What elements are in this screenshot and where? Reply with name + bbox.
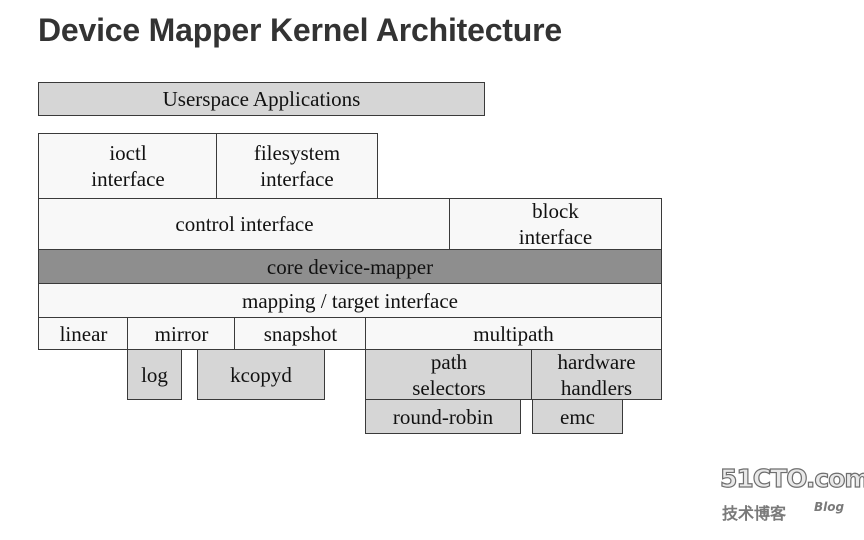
watermark-blog: Blog — [814, 500, 845, 514]
userspace-applications-box: Userspace Applications — [38, 82, 485, 116]
watermark-subtitle: 技术博客 — [722, 504, 787, 523]
round-robin-box: round-robin — [365, 399, 521, 434]
log-box: log — [127, 349, 182, 400]
block-interface-box: block interface — [449, 198, 662, 250]
control-interface-box: control interface — [38, 198, 451, 250]
filesystem-interface-box: filesystem interface — [216, 133, 378, 199]
path-selectors-box: path selectors — [365, 349, 533, 400]
core-device-mapper-box: core device-mapper — [38, 249, 662, 284]
emc-box: emc — [532, 399, 623, 434]
watermark-site: 51CTO.com — [719, 463, 864, 493]
mirror-target-box: mirror — [127, 317, 236, 350]
multipath-target-box: multipath — [365, 317, 662, 350]
linear-target-box: linear — [38, 317, 129, 350]
ioctl-interface-box: ioctl interface — [38, 133, 218, 199]
hardware-handlers-box: hardware handlers — [531, 349, 662, 400]
snapshot-target-box: snapshot — [234, 317, 367, 350]
mapping-target-interface-box: mapping / target interface — [38, 283, 662, 318]
page-title: Device Mapper Kernel Architecture — [38, 12, 562, 48]
kcopyd-box: kcopyd — [197, 349, 325, 400]
